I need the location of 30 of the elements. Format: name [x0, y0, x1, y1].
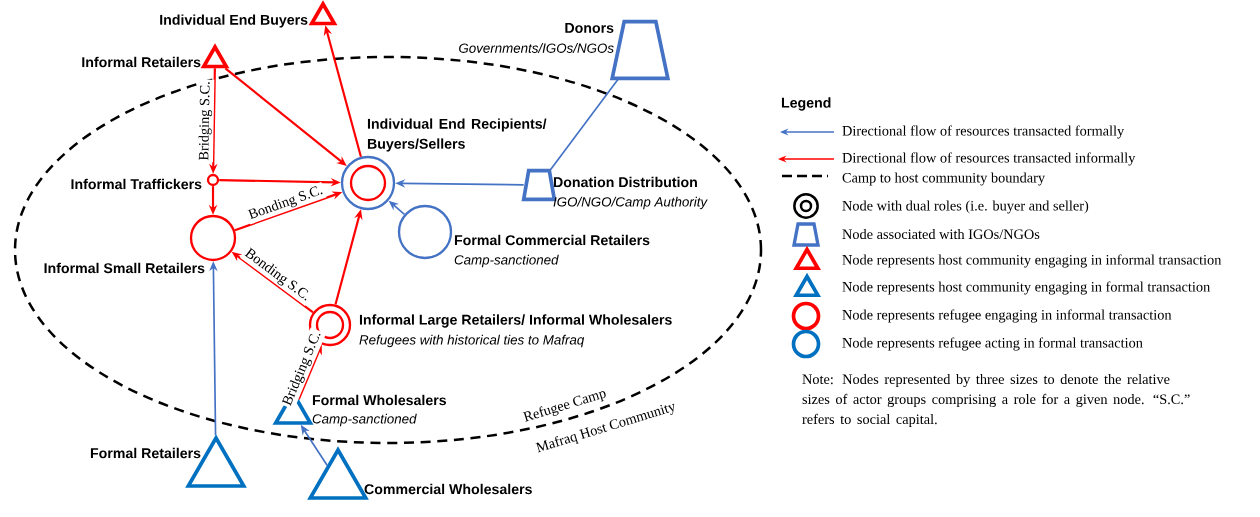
legend-text: Directional flow of resources transacted formally	[842, 125, 1125, 139]
node-label: Formal Retailers	[90, 447, 201, 459]
node-label: Commercial Wholesalers	[364, 483, 532, 495]
legend-text: Camp to host community boundary	[842, 172, 1045, 186]
node-sublabel: Camp-sanctioned	[312, 413, 417, 427]
legend-heading: Legend	[781, 97, 831, 111]
legend-text: Node represents host community engaging in formal transaction	[842, 281, 1211, 295]
node-sublabel: Refugees with historical ties to Mafraq	[359, 334, 585, 348]
legend-text: Node associated with IGOs/NGOs	[842, 228, 1040, 240]
legend-text: Node with dual roles (i.e. buyer and seller)	[842, 200, 1089, 214]
note-text: Note: Nodes represented by three sizes to denote the relative sizes of actor groups comprising a role for a given node. “S.C.” refers to social capital.	[802, 374, 1190, 427]
node-label: Informal Retailers	[82, 56, 201, 68]
legend-text: Node represents refugee acting in formal transaction	[842, 337, 1143, 351]
node-sublabel: Camp-sanctioned	[454, 254, 559, 268]
node-label: Formal Commercial Retailers	[454, 234, 650, 246]
node-sublabel: Governments/IGOs/NGOs	[459, 43, 614, 53]
edge-label: Bridging S.C.	[196, 79, 215, 163]
boundary-label: Refugee Camp	[522, 391, 606, 422]
legend-text: Node represents host community engaging in informal transaction	[842, 254, 1222, 268]
node-sublabel: IGO/NGO/Camp Authority	[553, 196, 708, 210]
legend-text: Directional flow of resources transacted informally	[842, 152, 1136, 166]
node-label: Informal Large Retailers/ Informal Wholesalers	[359, 314, 672, 328]
legend-text: Node represents refugee engaging in informal transaction	[842, 309, 1172, 323]
node-label: Donation Distribution	[553, 176, 697, 188]
edge-label: Bonding S.C.	[244, 181, 327, 225]
node-label: Informal Small Retailers	[44, 262, 205, 274]
node-label: Donors	[565, 23, 614, 33]
node-label: Individual End Buyers	[160, 14, 308, 28]
node-label: Individual End Recipients/ Buyers/Sellers	[367, 118, 547, 152]
node-label: Informal Traffickers	[71, 178, 202, 190]
